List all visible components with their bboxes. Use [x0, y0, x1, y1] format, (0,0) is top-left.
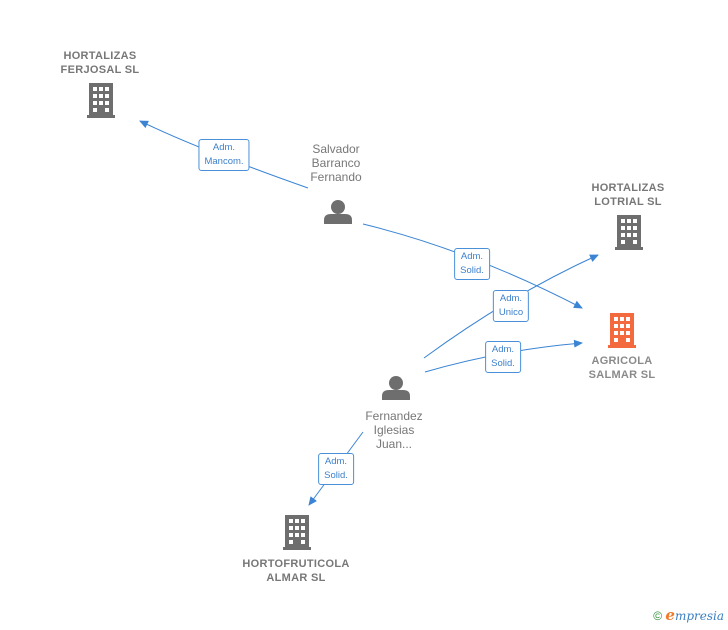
- relation-badge-fernandez-salmar[interactable]: Adm. Solid.: [485, 341, 521, 373]
- person-name-line: Barranco: [311, 156, 361, 170]
- company-name-line: LOTRIAL SL: [594, 196, 662, 208]
- relation-badge-line: Solid.: [460, 265, 484, 276]
- relation-badge-line: Adm.: [499, 293, 523, 304]
- person-name-line: Salvador: [312, 142, 360, 156]
- company-name-line: HORTALIZAS: [63, 50, 137, 62]
- footer-brand[interactable]: © empresia: [653, 606, 724, 624]
- relation-badge-fernandez-almar[interactable]: Adm. Solid.: [318, 453, 354, 485]
- person-name-line: Fernandez: [365, 409, 423, 423]
- company-name-line: HORTOFRUTICOLA: [242, 558, 350, 570]
- brand-name: mpresia: [674, 609, 724, 623]
- relation-badge-line: Mancom.: [204, 156, 244, 167]
- relation-badge-fernandez-lotrial[interactable]: Adm. Unico: [492, 290, 530, 322]
- relation-badge-line: Adm.: [212, 142, 236, 153]
- relation-badge-line: Unico: [498, 307, 524, 318]
- person-icon-salvador[interactable]: [324, 200, 352, 224]
- building-icon-lotrial[interactable]: [615, 215, 643, 250]
- brand-logo: empresia: [665, 606, 724, 624]
- relation-badge-line: Adm.: [460, 251, 484, 262]
- building-icon-salmar[interactable]: [608, 313, 636, 348]
- company-name-line: AGRICOLA: [591, 355, 653, 367]
- company-name-line: ALMAR SL: [266, 572, 326, 584]
- person-name-line: Iglesias: [373, 423, 415, 437]
- building-icon-almar[interactable]: [283, 515, 311, 550]
- person-name-line: Fernando: [310, 170, 362, 184]
- company-name-line: FERJOSAL SL: [60, 64, 140, 76]
- copyright-icon: ©: [653, 609, 663, 623]
- relation-badge-line: Adm.: [491, 344, 515, 355]
- relation-badge-salvador-salmar[interactable]: Adm. Solid.: [454, 248, 490, 280]
- building-icon-ferjosal[interactable]: [87, 83, 115, 118]
- company-name-line: HORTALIZAS: [591, 182, 665, 194]
- company-label-almar[interactable]: HORTOFRUTICOLA ALMAR SL: [242, 557, 349, 585]
- person-label-salvador[interactable]: Salvador Barranco Fernando: [310, 142, 361, 184]
- company-label-ferjosal[interactable]: HORTALIZAS FERJOSAL SL: [61, 49, 140, 77]
- person-name-line: Juan...: [375, 437, 413, 451]
- company-name-line: SALMAR SL: [588, 369, 656, 381]
- person-icon-fernandez[interactable]: [382, 376, 410, 400]
- person-label-fernandez[interactable]: Fernandez Iglesias Juan...: [365, 409, 422, 451]
- company-label-salmar[interactable]: AGRICOLA SALMAR SL: [589, 354, 656, 382]
- relation-badge-line: Solid.: [491, 358, 515, 369]
- relation-badge-line: Solid.: [324, 470, 348, 481]
- company-label-lotrial[interactable]: HORTALIZAS LOTRIAL SL: [591, 181, 664, 209]
- brand-initial: e: [665, 606, 675, 624]
- relation-badge-salvador-ferjosal[interactable]: Adm. Mancom.: [198, 139, 250, 171]
- relation-badge-line: Adm.: [324, 456, 348, 467]
